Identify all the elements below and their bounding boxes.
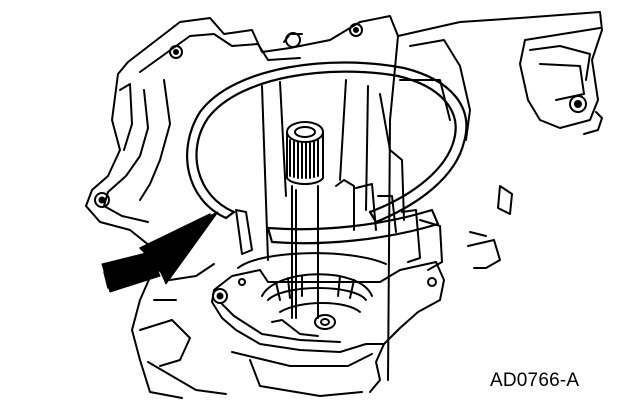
valve-body bbox=[397, 11, 603, 269]
snap-ring bbox=[186, 61, 468, 245]
clutch-housing bbox=[235, 79, 443, 337]
input-shaft bbox=[286, 121, 336, 330]
pump-plate bbox=[211, 261, 445, 397]
case-housing bbox=[85, 15, 399, 399]
callout-arrow-head bbox=[147, 211, 219, 285]
callout-arrow-tail bbox=[101, 251, 161, 293]
figure-id-label: AD0766-A bbox=[490, 370, 580, 391]
